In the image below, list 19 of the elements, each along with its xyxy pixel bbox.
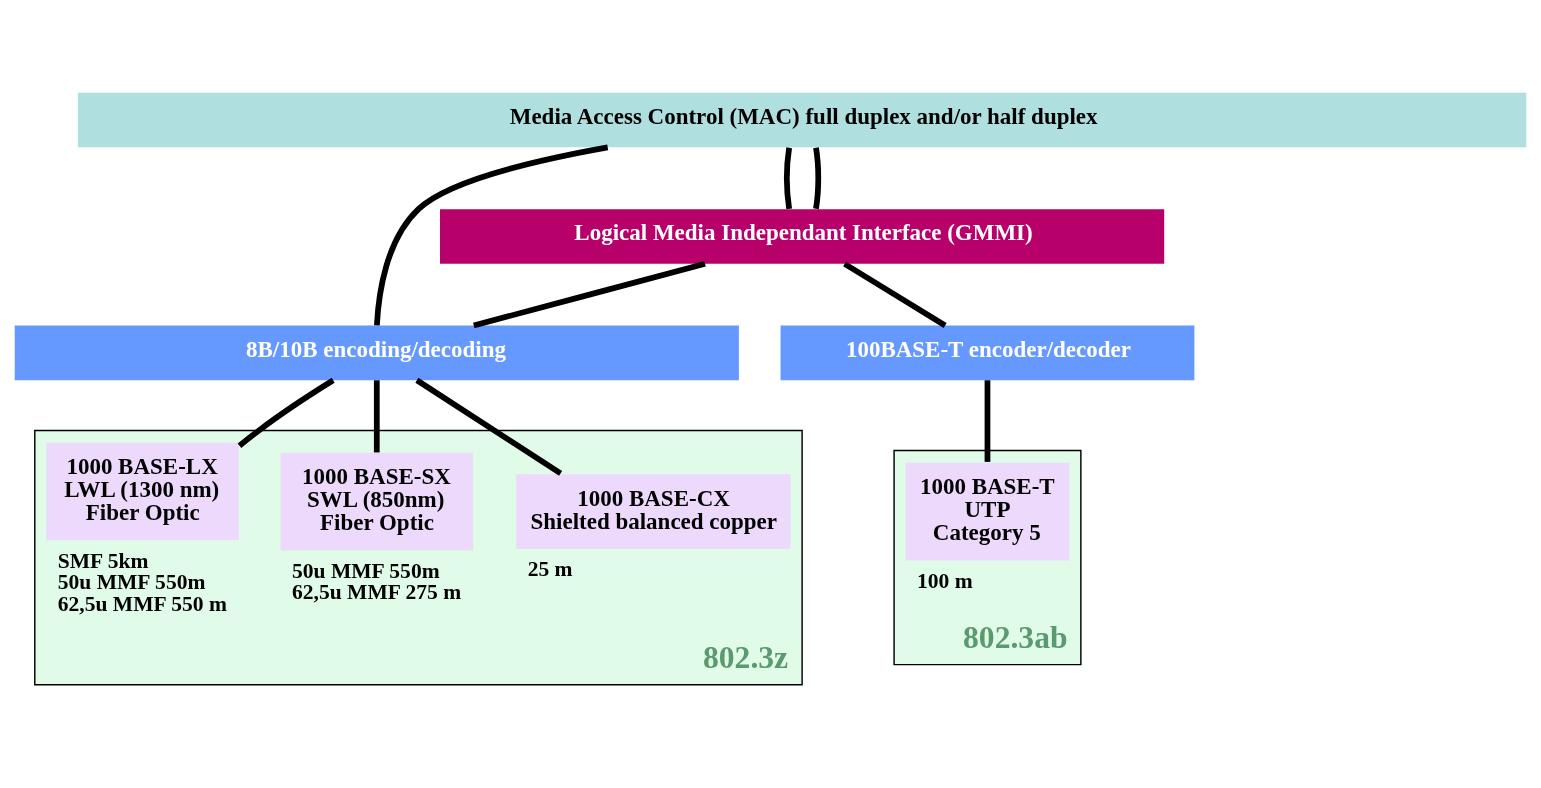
node-box: Logical Media Independant Interface (GMMI) [440, 208, 1165, 264]
node-box: 1000 BASE-T UTP Category 5 [905, 462, 1070, 560]
connector [415, 377, 563, 476]
node-box: 1000 BASE-CX Shielted balanced copper [516, 473, 791, 549]
node-box: Media Access Control (MAC) full duplex and/or half duplex [77, 92, 1527, 147]
connector [813, 146, 822, 209]
connector [843, 260, 947, 328]
connector [473, 260, 706, 328]
node-box: 1000 BASE-SX SWL (850nm) Fiber Optic [280, 452, 474, 550]
node-box: 8B/10B encoding/decoding [14, 325, 739, 380]
node-box: 1000 BASE-LX LWL (1300 nm) Fiber Optic [46, 442, 239, 540]
node-label: 62,5u MMF 550 m [57, 591, 227, 616]
connector [784, 146, 792, 209]
node-box: 100BASE-T encoder/decoder [780, 325, 1195, 380]
node-label: 100 m [917, 568, 973, 593]
connector [373, 379, 380, 452]
connector [984, 379, 991, 462]
node-label: 25 m [527, 556, 573, 581]
connector [237, 377, 335, 448]
